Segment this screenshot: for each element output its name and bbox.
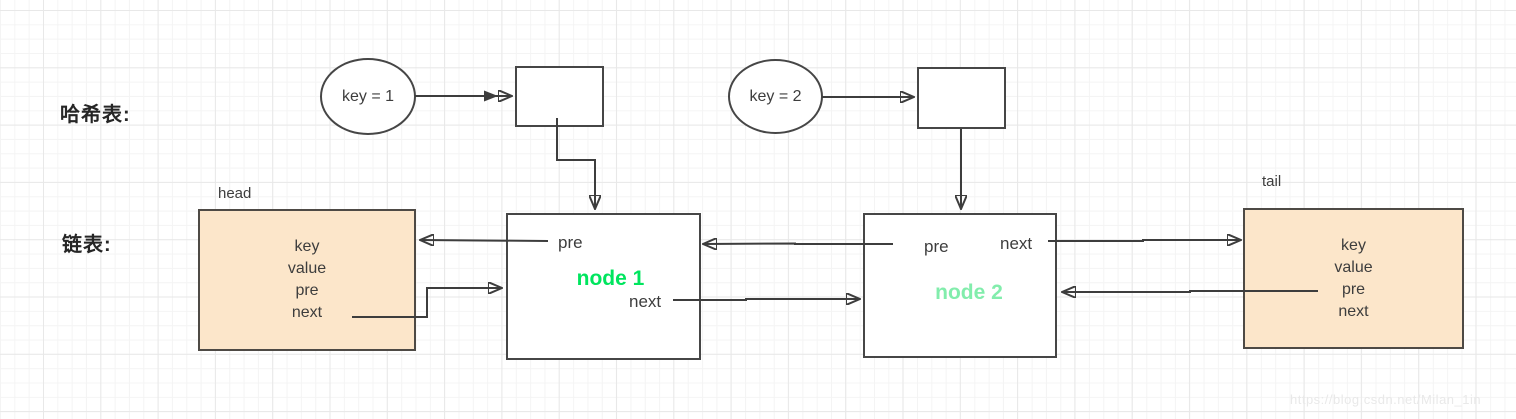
arrow-node2-next-to-tail [1048, 240, 1240, 241]
arrow-slot1-to-node1 [556, 118, 595, 208]
node2-next-label: next [1000, 234, 1033, 253]
hash-slot-1 [515, 66, 604, 127]
tail-field-pre: pre [1341, 280, 1366, 298]
node2-box: pre next node 2 [863, 213, 1057, 358]
node1-title: node 1 [576, 267, 645, 290]
head-node-box: key value pre next [198, 209, 416, 351]
hash-slot-2 [917, 67, 1006, 129]
key2-ellipse: key = 2 [728, 59, 823, 134]
tail-field-value: value [1334, 258, 1373, 276]
key2-ellipse-label: key = 2 [749, 87, 802, 105]
head-caption: head [218, 185, 252, 202]
node2-title: node 2 [935, 281, 1003, 304]
node2-pre-label: pre [924, 237, 949, 256]
linked-list-section-label: 链表: [62, 234, 112, 256]
tail-node-box: key value pre next [1243, 208, 1464, 349]
node1-pre-label: pre [558, 233, 583, 252]
tail-field-next: next [1338, 302, 1369, 320]
hash-table-section-label: 哈希表: [60, 104, 131, 126]
head-field-value: value [287, 260, 327, 277]
watermark-text: https://blog.csdn.net/Milan_1in [1290, 392, 1482, 407]
key1-ellipse-label: key = 1 [341, 87, 395, 105]
node1-next-label: next [629, 292, 662, 311]
key1-ellipse: key = 1 [320, 58, 416, 135]
arrow-key1-extra-head [484, 90, 498, 102]
head-field-key: key [294, 238, 320, 255]
tail-caption: tail [1262, 173, 1282, 190]
tail-field-key: key [1341, 236, 1366, 254]
head-field-next: next [291, 304, 323, 321]
node1-box: pre node 1 next [506, 213, 701, 360]
head-field-pre: pre [295, 282, 319, 299]
